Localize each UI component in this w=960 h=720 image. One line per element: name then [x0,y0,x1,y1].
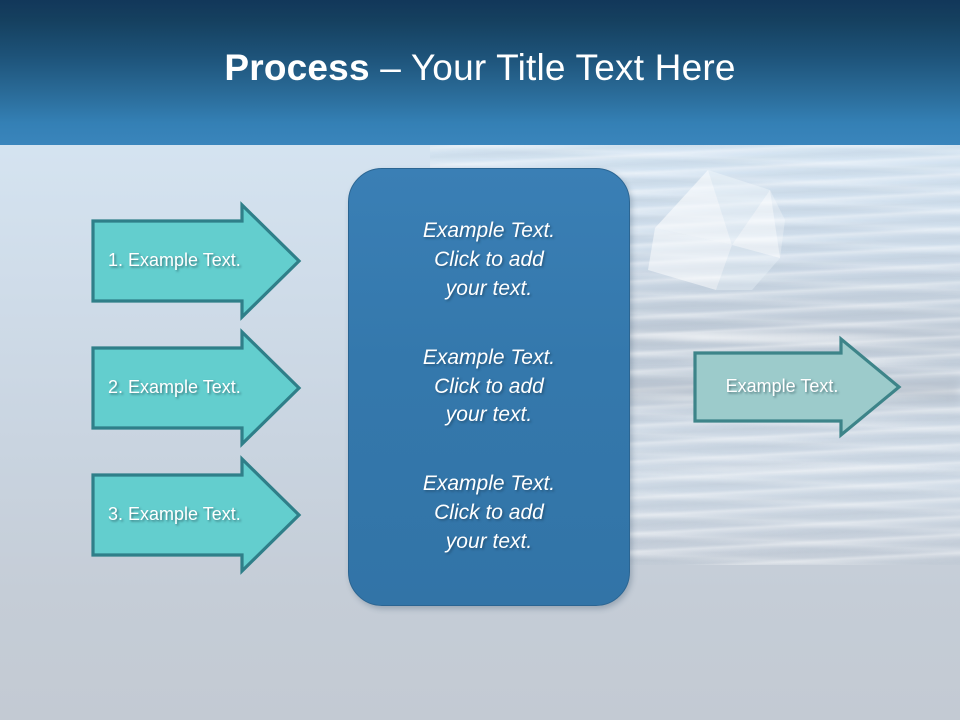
page-title-bold: Process [224,47,370,88]
page-title-rest: Your Title Text Here [410,47,736,88]
water-ripple [620,465,960,473]
center-content-box[interactable]: Example Text. Click to add your text. Ex… [348,168,630,606]
output-arrow[interactable]: Example Text. [692,335,904,439]
page-title: Process – Your Title Text Here [0,47,960,89]
center-box-paragraph-2: Example Text. Click to add your text. [422,345,556,427]
center-box-paragraph-1: Example Text. Click to add your text. [422,218,556,300]
center-box-paragraph-3: Example Text. Click to add your text. [422,472,556,554]
step-arrow-2[interactable]: 2. Example Text. [90,328,302,448]
page-title-separator: – [369,47,411,88]
step-arrow-3[interactable]: 3. Example Text. [90,455,302,575]
step-arrow-1[interactable]: 1. Example Text. [90,201,302,321]
paper-boat-icon [620,150,880,300]
header-band: Process – Your Title Text Here [0,0,960,145]
